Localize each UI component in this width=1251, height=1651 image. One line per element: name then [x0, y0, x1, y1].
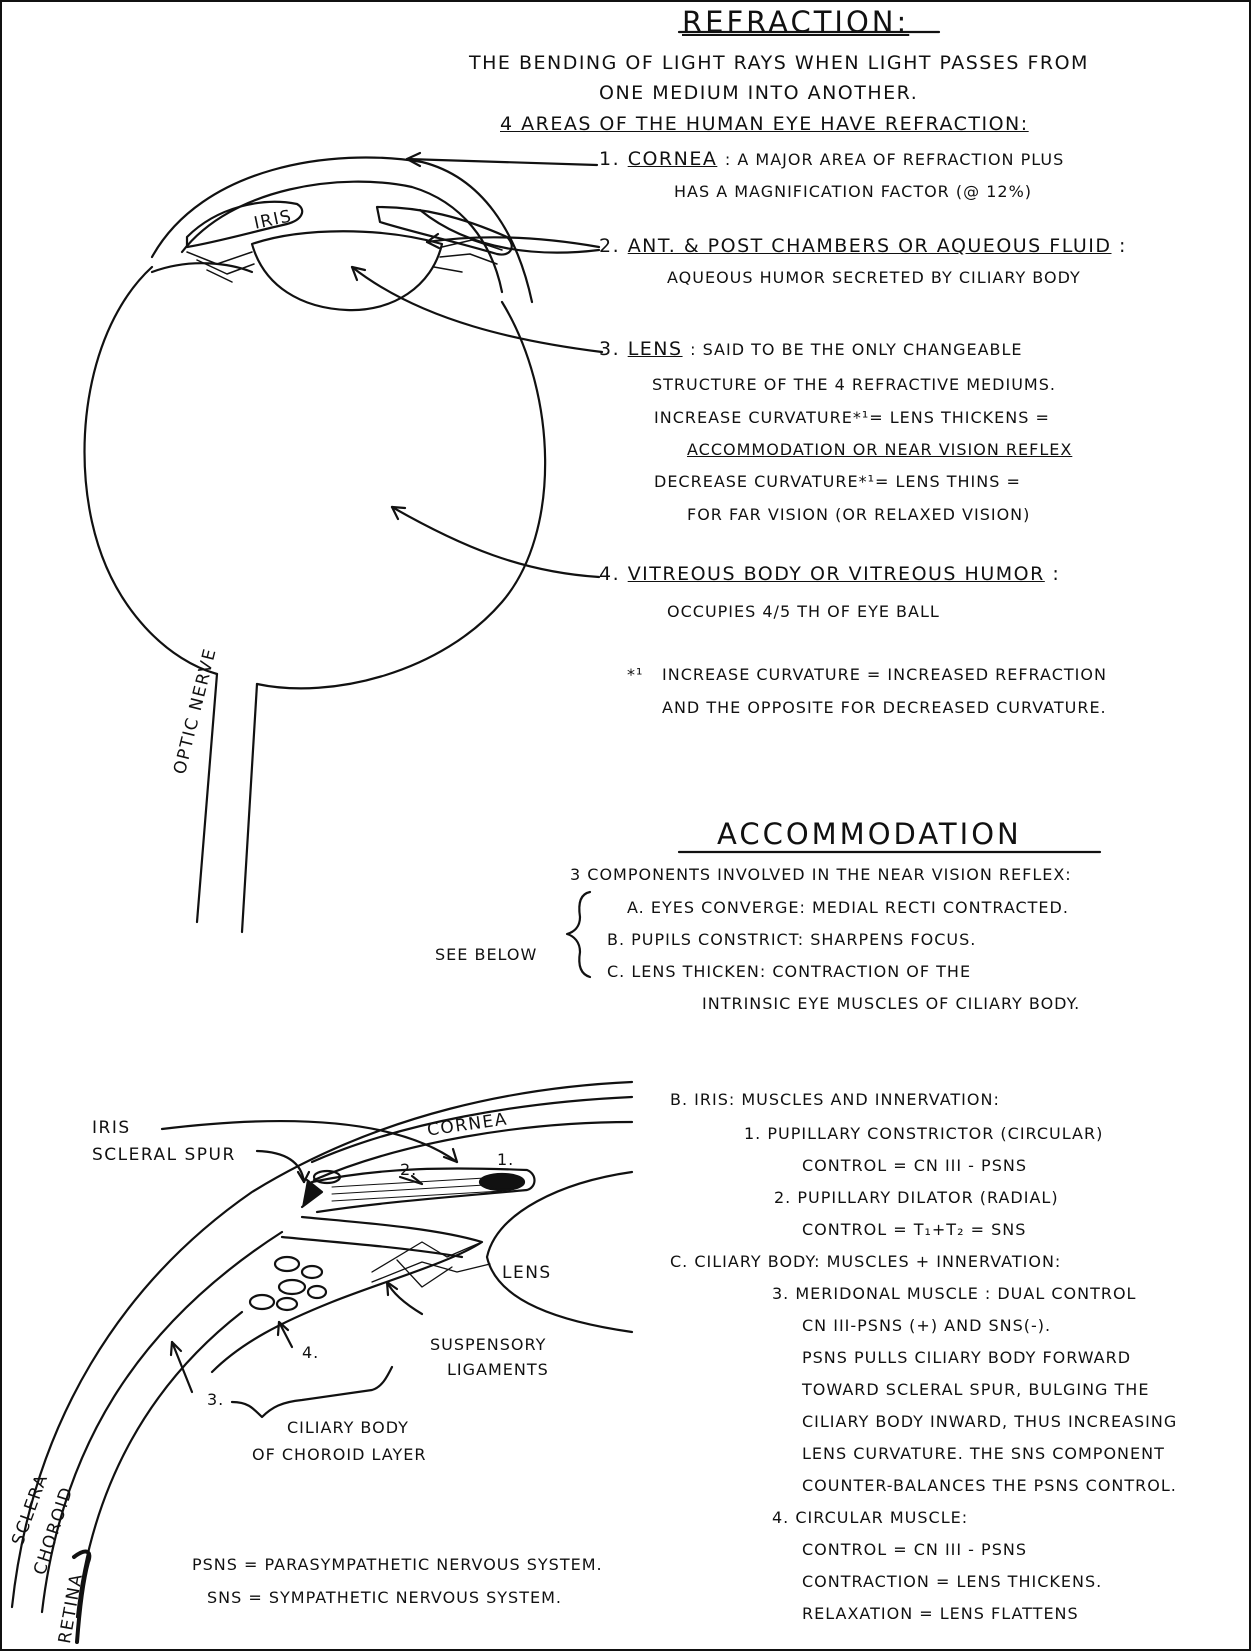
sns-definition: SNS = SYMPATHETIC NERVOUS SYSTEM. — [207, 1590, 562, 1606]
detail-iris-label: IRIS — [92, 1120, 131, 1137]
lens-curve — [487, 1172, 632, 1332]
footnote-line1: INCREASE CURVATURE = INCREASED REFRACTIO… — [662, 667, 1107, 683]
item-3: 3. LENS : SAID TO BE THE ONLY CHANGEABLE — [599, 340, 1023, 359]
item-3-line2: INCREASE CURVATURE*¹= LENS THICKENS = — [654, 410, 1050, 426]
item-4-name: VITREOUS BODY OR VITREOUS HUMOR — [628, 563, 1045, 585]
arrow-lens — [352, 267, 602, 352]
item-4-number: 4. — [599, 563, 620, 585]
detail-num-2: 2. — [400, 1162, 417, 1178]
item-2-number: 2. — [599, 235, 620, 257]
item-2: 2. ANT. & POST CHAMBERS OR AQUEOUS FLUID… — [599, 237, 1127, 256]
muscle-3-line3: TOWARD SCLERAL SPUR, BULGING THE — [802, 1382, 1149, 1398]
ciliary-body-label: CILIARY BODY — [287, 1420, 409, 1436]
item-2-line1: AQUEOUS HUMOR SECRETED BY CILIARY BODY — [667, 270, 1081, 286]
item-3-desc: : SAID TO BE THE ONLY CHANGEABLE — [690, 340, 1022, 359]
muscle-3-line6: COUNTER-BALANCES THE PSNS CONTROL. — [802, 1478, 1177, 1494]
muscle-3: 3. MERIDONAL MUSCLE : DUAL CONTROL — [772, 1286, 1136, 1302]
item-4-desc: : — [1052, 563, 1060, 585]
ciliary-left — [187, 252, 254, 282]
item-1-number: 1. — [599, 148, 620, 170]
item-3-line3: ACCOMMODATION OR NEAR VISION REFLEX — [687, 442, 1072, 458]
item-1-line1: HAS A MAGNIFICATION FACTOR (@ 12%) — [674, 184, 1032, 200]
footnote-mark: *¹ — [627, 667, 643, 683]
detail-lens-label: LENS — [502, 1265, 552, 1282]
suspensory-label: SUSPENSORY — [430, 1337, 546, 1353]
eye-diagram — [85, 153, 603, 932]
muscle-4: 4. CIRCULAR MUSCLE: — [772, 1510, 968, 1526]
item-3-name: LENS — [628, 338, 683, 360]
muscle-1: 1. PUPILLARY CONSTRICTOR (CIRCULAR) — [744, 1126, 1103, 1142]
muscle-4-relaxation: RELAXATION = LENS FLATTENS — [802, 1606, 1079, 1622]
detail-num-3: 3. — [207, 1392, 224, 1408]
lens-body — [252, 231, 442, 310]
globe — [85, 267, 546, 688]
arrow-cornea — [407, 159, 597, 165]
muscle-3-line5: LENS CURVATURE. THE SNS COMPONENT — [802, 1446, 1165, 1462]
item-3-line1: STRUCTURE OF THE 4 REFRACTIVE MEDIUMS. — [652, 377, 1056, 393]
arrow-vitreous — [392, 507, 599, 577]
sphincter — [480, 1174, 524, 1190]
component-b: B. PUPILS CONSTRICT: SHARPENS FOCUS. — [607, 932, 976, 948]
muscle-3-line4: CILIARY BODY INWARD, THUS INCREASING — [802, 1414, 1177, 1430]
iris-muscles-heading: B. IRIS: MUSCLES AND INNERVATION: — [670, 1092, 1000, 1108]
brace — [567, 892, 590, 977]
scleral-spur-label: SCLERAL SPUR — [92, 1147, 236, 1164]
detail-num-1: 1. — [497, 1152, 514, 1168]
refraction-definition-line2: ONE MEDIUM INTO ANOTHER. — [599, 84, 918, 103]
item-2-name: ANT. & POST CHAMBERS OR AQUEOUS FLUID — [628, 235, 1112, 257]
muscle-2: 2. PUPILLARY DILATOR (RADIAL) — [774, 1190, 1059, 1206]
item-3-line5: FOR FAR VISION (OR RELAXED VISION) — [687, 507, 1030, 523]
footnote-line2: AND THE OPPOSITE FOR DECREASED CURVATURE… — [662, 700, 1107, 716]
psns-definition: PSNS = PARASYMPATHETIC NERVOUS SYSTEM. — [192, 1557, 603, 1573]
component-c: C. LENS THICKEN: CONTRACTION OF THE — [607, 964, 971, 980]
detail-num-4: 4. — [302, 1345, 319, 1361]
choroid-layer-label: OF CHOROID LAYER — [252, 1447, 427, 1463]
ciliary-brace — [232, 1367, 392, 1417]
refraction-title: REFRACTION: — [682, 8, 909, 37]
item-1: 1. CORNEA : A MAJOR AREA OF REFRACTION P… — [599, 150, 1064, 169]
item-3-number: 3. — [599, 338, 620, 360]
optic-nerve — [197, 674, 257, 932]
component-a: A. EYES CONVERGE: MEDIAL RECTI CONTRACTE… — [627, 900, 1069, 916]
muscle-1-control: CONTROL = CN III - PSNS — [802, 1158, 1027, 1174]
item-3-line4: DECREASE CURVATURE*¹= LENS THINS = — [654, 474, 1021, 490]
ciliary-heading: C. CILIARY BODY: MUSCLES + INNERVATION: — [670, 1254, 1061, 1270]
muscle-4-control: CONTROL = CN III - PSNS — [802, 1542, 1027, 1558]
item-2-desc: : — [1119, 235, 1127, 257]
muscle-4-contraction: CONTRACTION = LENS THICKENS. — [802, 1574, 1102, 1590]
areas-heading: 4 AREAS OF THE HUMAN EYE HAVE REFRACTION… — [500, 115, 1029, 134]
muscle-2-control: CONTROL = T₁+T₂ = SNS — [802, 1222, 1026, 1238]
component-c-line2: INTRINSIC EYE MUSCLES OF CILIARY BODY. — [702, 996, 1080, 1012]
muscle-3-line1: CN III-PSNS (+) AND SNS(-). — [802, 1318, 1051, 1334]
ciliary-body2 — [282, 1237, 462, 1257]
muscle-3-line2: PSNS PULLS CILIARY BODY FORWARD — [802, 1350, 1131, 1366]
refraction-definition-line1: THE BENDING OF LIGHT RAYS WHEN LIGHT PAS… — [469, 54, 1089, 73]
spur — [302, 1180, 322, 1207]
item-1-name: CORNEA — [628, 148, 718, 170]
see-below: SEE BELOW — [435, 947, 537, 963]
accommodation-title: ACCOMMODATION — [717, 820, 1022, 849]
iris-right — [377, 207, 512, 255]
accommodation-intro: 3 COMPONENTS INVOLVED IN THE NEAR VISION… — [570, 867, 1072, 883]
ligaments-label: LIGAMENTS — [447, 1362, 549, 1378]
item-4: 4. VITREOUS BODY OR VITREOUS HUMOR : — [599, 565, 1060, 584]
item-4-line1: OCCUPIES 4/5 TH OF EYE BALL — [667, 604, 940, 620]
item-1-desc: : A MAJOR AREA OF REFRACTION PLUS — [725, 150, 1064, 169]
